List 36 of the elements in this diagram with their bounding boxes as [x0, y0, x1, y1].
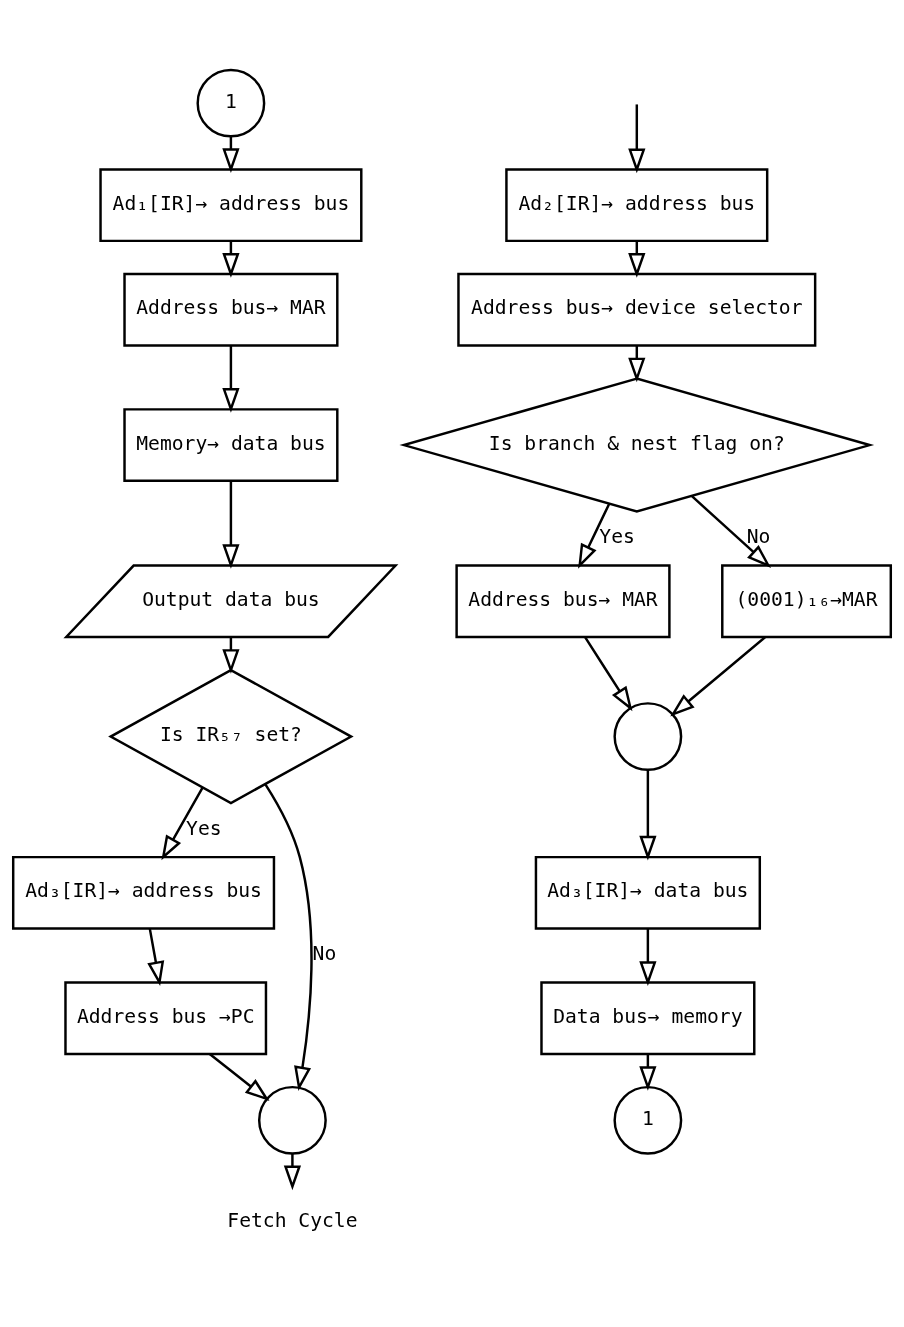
edge-label: No [312, 941, 337, 965]
arrow [147, 927, 165, 986]
node-box: Ad₁[IR]→ address bus [99, 167, 363, 242]
edge-label: No [746, 524, 771, 548]
edge-label: Yes [599, 524, 635, 548]
node-box: Address bus→ device selector [457, 272, 817, 347]
arrow [578, 502, 611, 569]
node-text: Fetch Cycle [227, 1208, 358, 1232]
node-box: Address bus→ MAR [455, 563, 671, 638]
node-diamond: Is IR₅₇ set? [108, 668, 354, 804]
arrow [264, 783, 313, 1091]
edge-label: Yes [186, 816, 222, 840]
node-circle: 1 [613, 1085, 683, 1155]
node-box: Ad₃[IR]→ data bus [534, 855, 762, 930]
node-box: Memory→ data bus [123, 407, 339, 482]
arrow [208, 1052, 270, 1101]
node-circle [613, 701, 683, 771]
node-box: (0001)₁₆→MAR [721, 563, 893, 638]
arrow [639, 928, 657, 986]
arrow [161, 786, 204, 860]
node-box: Ad₃[IR]→ address bus [11, 855, 276, 930]
arrow [628, 103, 646, 173]
arrow [639, 769, 657, 860]
arrow [691, 494, 772, 568]
arrow [222, 480, 240, 569]
arrow [670, 635, 767, 717]
node-diamond: Is branch & nest flag on? [399, 376, 875, 513]
node-circle [257, 1085, 327, 1155]
node-box: Ad₂[IR]→ address bus [505, 167, 769, 242]
node-box: Data bus→ memory [540, 980, 756, 1055]
node-box: Address bus→ MAR [123, 272, 339, 347]
node-box: Address bus →PC [64, 980, 268, 1055]
arrow [283, 1153, 302, 1190]
node-circle: 1 [196, 68, 266, 138]
arrow [584, 635, 633, 711]
arrow [222, 345, 240, 413]
